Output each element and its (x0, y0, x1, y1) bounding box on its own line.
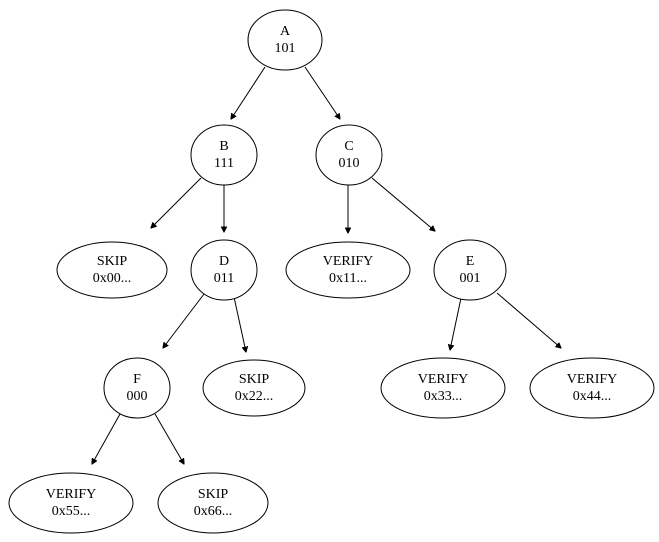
node-label-secondary: 010 (339, 156, 360, 171)
edge-b-to-s0 (151, 177, 202, 228)
node-ellipse (190, 239, 258, 301)
edge-layer (92, 66, 561, 464)
node-ellipse (103, 357, 171, 419)
node-layer: A101B111C010SKIP0x00...D011VERIFY0x11...… (8, 9, 655, 534)
node-a[interactable]: A 101 (247, 9, 323, 71)
node-ellipse (8, 472, 134, 534)
node-label-primary: C (344, 139, 353, 154)
edge-a-to-c (304, 66, 340, 119)
node-label-primary: SKIP (239, 372, 270, 387)
node-label-primary: VERIFY (323, 254, 374, 269)
node-label-primary: SKIP (97, 254, 128, 269)
node-label-secondary: 111 (214, 156, 234, 171)
node-label-secondary: 0x33... (424, 389, 463, 404)
node-label-secondary: 0x44... (573, 389, 612, 404)
node-v5[interactable]: VERIFY 0x55... (8, 472, 134, 534)
node-label-primary: B (219, 139, 228, 154)
edge-f-to-s6 (154, 413, 184, 464)
node-d[interactable]: D 011 (190, 239, 258, 301)
node-label-primary: VERIFY (418, 372, 469, 387)
node-label-secondary: 001 (460, 271, 481, 286)
node-label-primary: D (219, 254, 229, 269)
node-label-secondary: 101 (275, 41, 296, 56)
node-label-secondary: 0x22... (235, 389, 274, 404)
edge-line (151, 177, 202, 228)
node-s0[interactable]: SKIP 0x00... (56, 241, 168, 299)
edge-e-to-v3 (450, 297, 462, 350)
node-c[interactable]: C 010 (315, 124, 383, 186)
node-label-primary: VERIFY (567, 372, 618, 387)
node-label-secondary: 0x11... (329, 271, 367, 286)
node-label-primary: SKIP (198, 487, 229, 502)
edge-line (163, 293, 205, 348)
node-label-primary: E (466, 254, 475, 269)
edge-line (154, 413, 184, 464)
node-ellipse (202, 359, 306, 417)
node-e[interactable]: E 001 (433, 239, 507, 301)
node-ellipse (157, 472, 269, 534)
edge-line (233, 296, 246, 352)
node-ellipse (529, 357, 655, 419)
edge-c-to-e (371, 177, 435, 231)
node-ellipse (247, 9, 323, 71)
node-ellipse (190, 124, 258, 186)
node-ellipse (285, 241, 411, 299)
edge-d-to-f (163, 293, 205, 348)
edge-d-to-s2 (233, 296, 246, 352)
node-ellipse (433, 239, 507, 301)
edge-a-to-b (231, 66, 266, 119)
node-label-primary: VERIFY (46, 487, 97, 502)
node-label-secondary: 0x55... (52, 504, 91, 519)
edge-line (304, 66, 340, 119)
node-label-secondary: 0x00... (93, 271, 132, 286)
node-ellipse (380, 357, 506, 419)
edge-line (231, 66, 266, 119)
edge-f-to-v5 (92, 413, 121, 464)
node-label-secondary: 011 (214, 271, 234, 286)
node-v4[interactable]: VERIFY 0x44... (529, 357, 655, 419)
node-s6[interactable]: SKIP 0x66... (157, 472, 269, 534)
edge-line (371, 177, 435, 231)
node-ellipse (56, 241, 168, 299)
node-ellipse (315, 124, 383, 186)
node-b[interactable]: B 111 (190, 124, 258, 186)
node-s2[interactable]: SKIP 0x22... (202, 359, 306, 417)
edge-e-to-v4 (496, 292, 561, 348)
node-v3[interactable]: VERIFY 0x33... (380, 357, 506, 419)
node-label-primary: F (133, 372, 141, 387)
node-label-primary: A (280, 24, 291, 39)
node-label-secondary: 000 (127, 389, 148, 404)
node-label-secondary: 0x66... (194, 504, 233, 519)
node-v1[interactable]: VERIFY 0x11... (285, 241, 411, 299)
edge-line (92, 413, 121, 464)
edge-line (496, 292, 561, 348)
node-f[interactable]: F 000 (103, 357, 171, 419)
edge-line (450, 297, 462, 350)
